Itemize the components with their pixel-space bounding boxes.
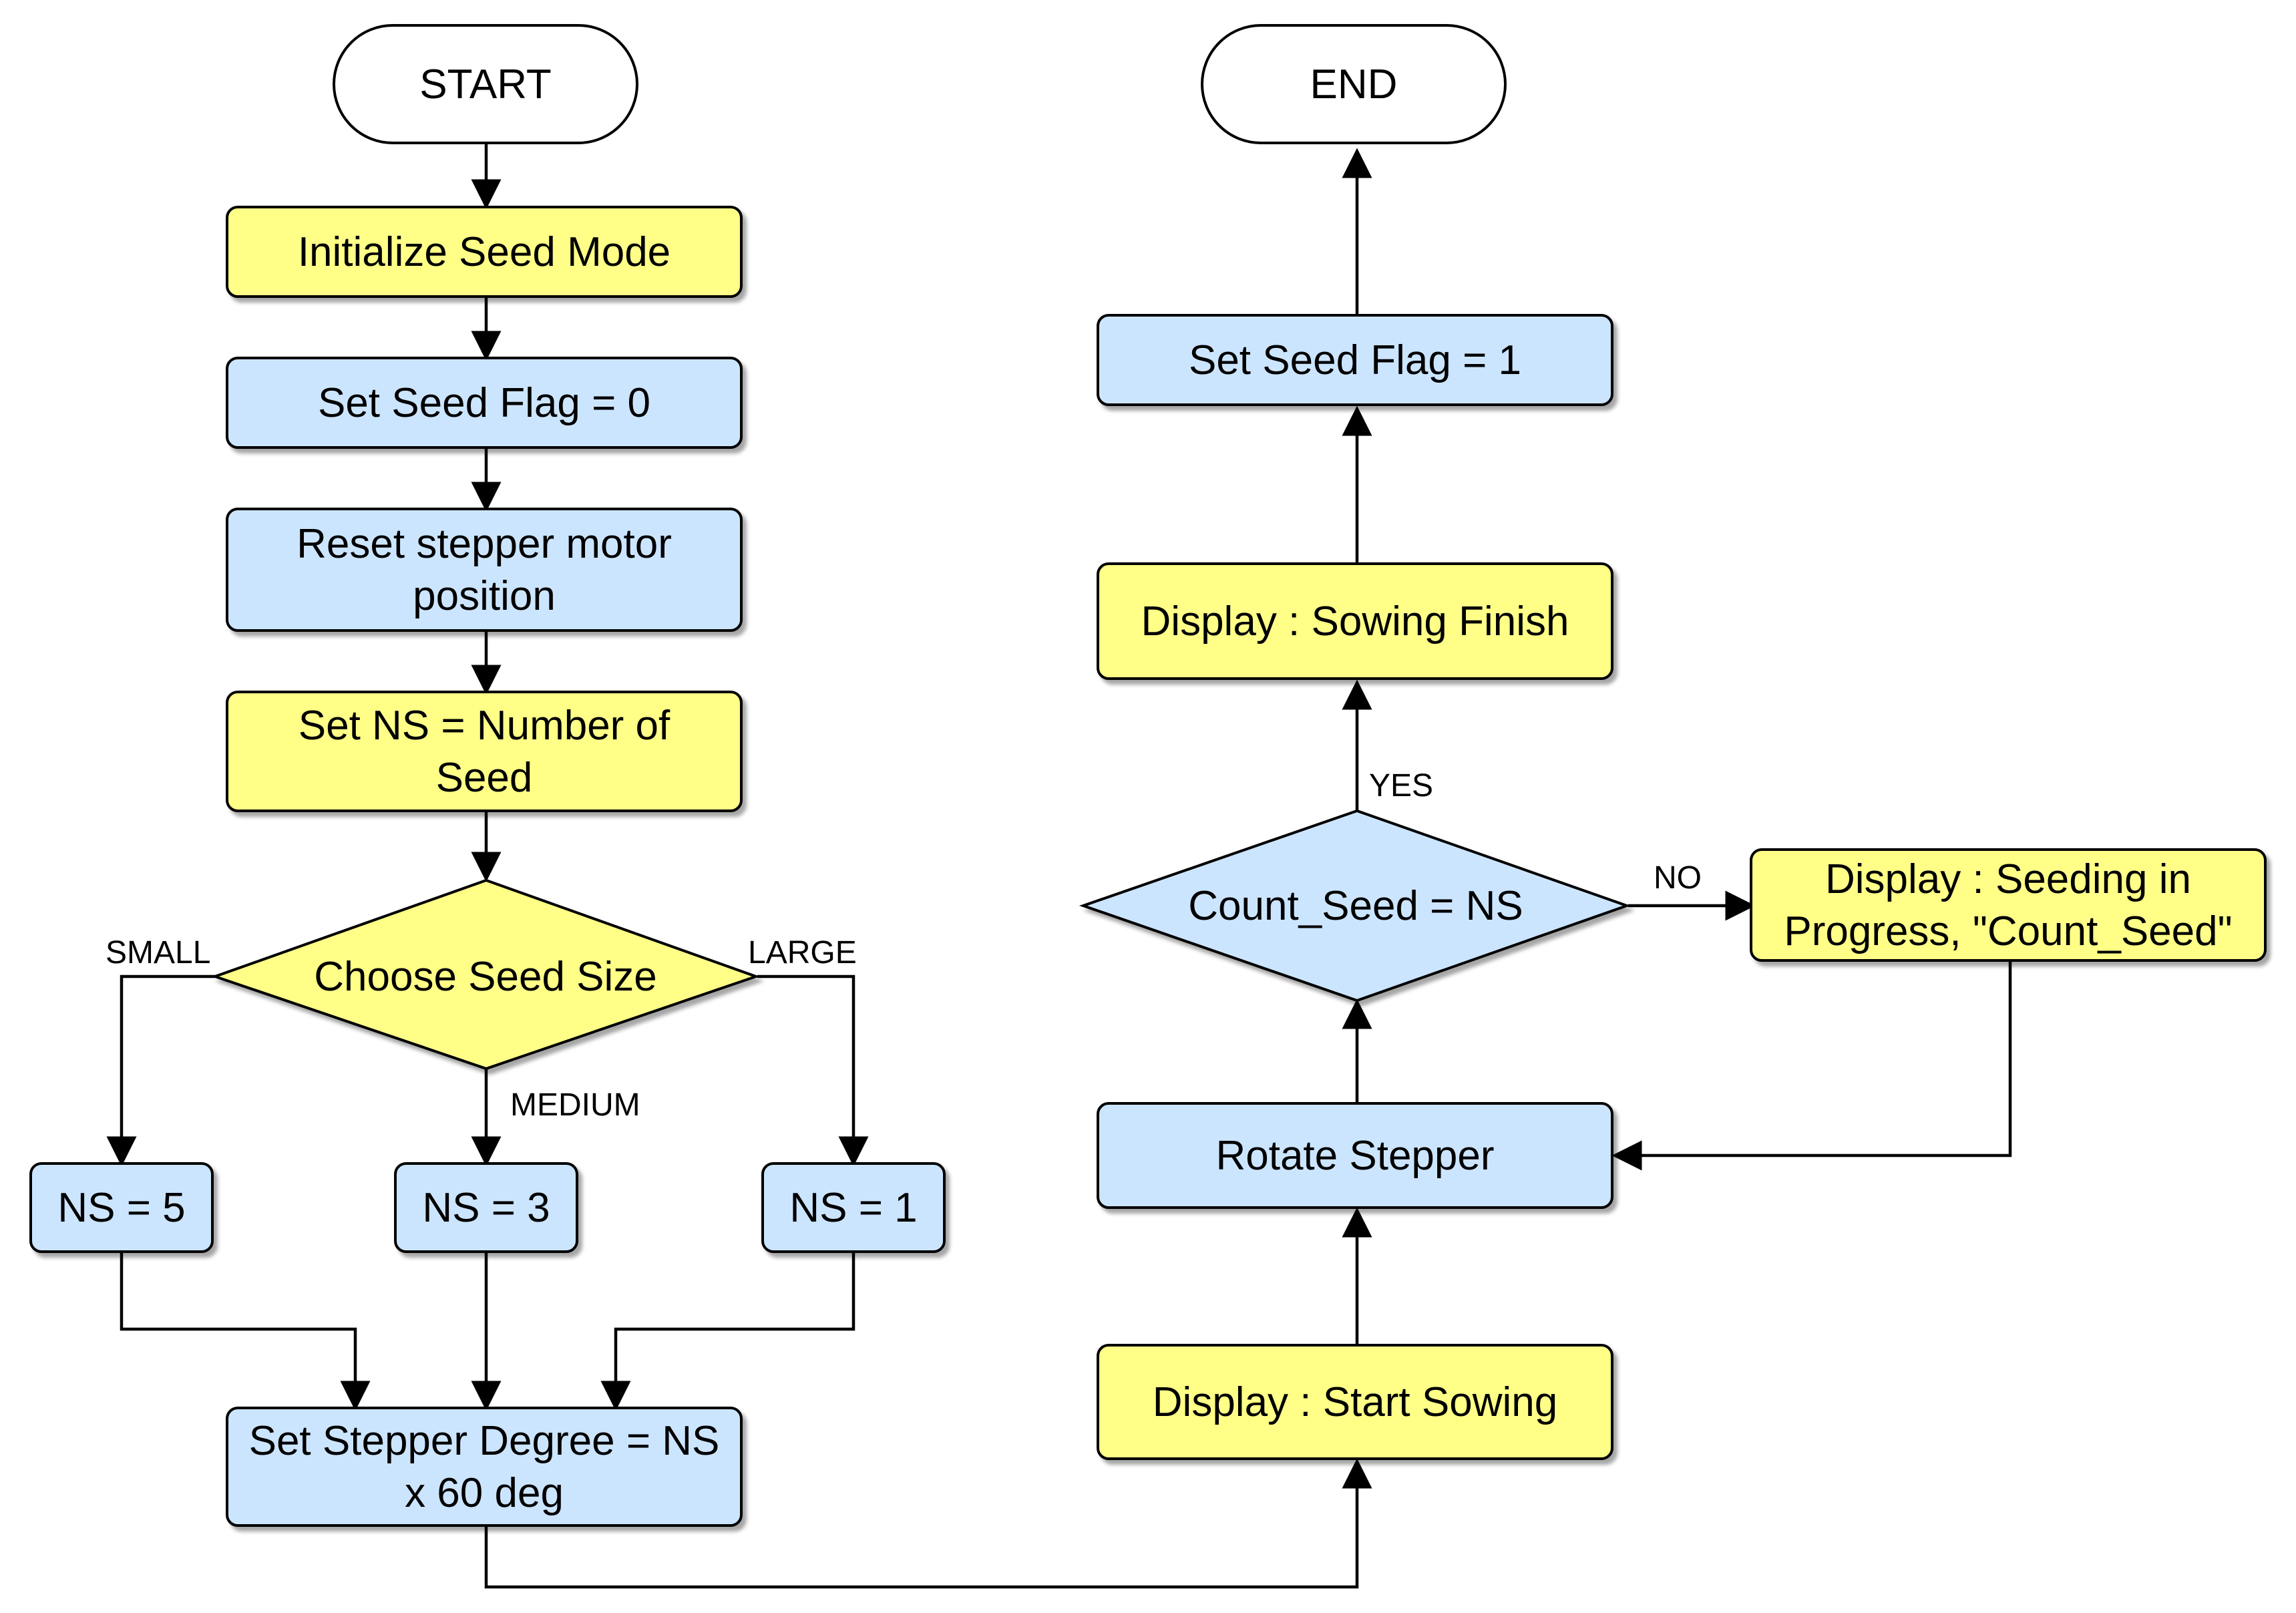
- choose-seed-size-decision: Choose Seed Size: [210, 878, 761, 1071]
- node-label-line: position: [413, 573, 556, 619]
- node-label-line: Display : Start Sowing: [1153, 1379, 1557, 1425]
- edge-ns5-to-degree: [120, 1253, 371, 1411]
- set-seed-flag-1-box: Set Seed Flag = 1: [1097, 314, 1613, 406]
- node-label-line: Set NS = Number of: [299, 703, 671, 749]
- node-label-line: END: [1310, 61, 1398, 108]
- edge-choose-large-to-ns1: [757, 974, 869, 1167]
- ns-1-box: NS = 1: [761, 1162, 946, 1253]
- node-label: Set Seed Flag = 1: [1189, 337, 1521, 383]
- node-label: Choose Seed Size: [314, 954, 657, 1000]
- display-start-sowing-box: Display : Start Sowing: [1097, 1344, 1613, 1460]
- node-label: NS = 3: [422, 1185, 550, 1231]
- set-ns-number-of-seed-box: Set NS = Number of Seed: [226, 691, 743, 812]
- node-label: Set Seed Flag = 0: [318, 380, 650, 426]
- count-seed-decision: Count_Seed = NS: [1079, 809, 1632, 1003]
- node-label: Rotate Stepper: [1215, 1133, 1494, 1179]
- node-label-line: Progress, "Count_Seed": [1784, 908, 2232, 954]
- node-label-line: NS = 1: [789, 1185, 917, 1231]
- node-label-line: Reset stepper motor: [297, 521, 672, 567]
- edge-label-no: NO: [1654, 860, 1702, 896]
- node-label-line: Choose Seed Size: [314, 954, 657, 1000]
- display-seeding-in-progress-box: Display : Seeding in Progress, "Count_See…: [1750, 848, 2267, 962]
- edge-progress-to-rotate: [1611, 962, 2012, 1171]
- edge-label-yes: YES: [1369, 768, 1433, 803]
- node-label: Display : Seeding in Progress, "Count_See…: [1784, 856, 2232, 954]
- edge-ns1-to-degree: [600, 1253, 855, 1411]
- edge-label-small: SMALL: [106, 935, 210, 970]
- node-label: NS = 5: [57, 1185, 185, 1231]
- node-label: Display : Start Sowing: [1153, 1379, 1557, 1425]
- edge-degree-to-startsow: [484, 1458, 1372, 1589]
- node-label-line: Count_Seed = NS: [1188, 883, 1523, 929]
- node-label: START: [419, 61, 552, 108]
- end-terminal: END: [1201, 24, 1507, 144]
- node-label: Set Stepper Degree = NS x 60 deg: [249, 1418, 720, 1516]
- node-label: Display : Sowing Finish: [1141, 598, 1569, 645]
- set-seed-flag-0-box: Set Seed Flag = 0: [226, 357, 743, 449]
- nodes: START Initialize Seed Mode Set Seed Flag…: [29, 24, 2267, 1527]
- ns-5-box: NS = 5: [29, 1162, 214, 1253]
- display-sowing-finish-box: Display : Sowing Finish: [1097, 562, 1613, 680]
- set-stepper-degree-box: Set Stepper Degree = NS x 60 deg: [226, 1407, 743, 1527]
- node-label-line: Initialize Seed Mode: [298, 229, 671, 275]
- node-label: NS = 1: [789, 1185, 917, 1231]
- node-label-line: START: [419, 61, 552, 108]
- initialize-seed-mode-box: Initialize Seed Mode: [226, 206, 743, 298]
- reset-stepper-motor-box: Reset stepper motor position: [226, 508, 743, 632]
- node-label-line: Set Stepper Degree = NS: [249, 1418, 720, 1464]
- node-label: Count_Seed = NS: [1188, 883, 1523, 929]
- node-label-line: Set Seed Flag = 0: [318, 380, 650, 426]
- edge-label-medium: MEDIUM: [510, 1087, 640, 1123]
- edges: [106, 144, 2012, 1589]
- rotate-stepper-box: Rotate Stepper: [1097, 1102, 1613, 1209]
- edge-choose-small-to-ns5: [106, 974, 215, 1167]
- node-label-line: NS = 3: [422, 1185, 550, 1231]
- node-label: Set NS = Number of Seed: [299, 703, 671, 801]
- node-label-line: Seed: [436, 755, 533, 801]
- node-label-line: NS = 5: [57, 1185, 185, 1231]
- node-label: END: [1310, 61, 1398, 108]
- node-label-line: Set Seed Flag = 1: [1189, 337, 1521, 383]
- node-label: Initialize Seed Mode: [298, 229, 671, 275]
- node-label-line: Display : Seeding in: [1825, 856, 2191, 902]
- ns-3-box: NS = 3: [394, 1162, 578, 1253]
- edge-label-large: LARGE: [748, 935, 857, 970]
- node-label-line: Rotate Stepper: [1215, 1133, 1494, 1179]
- start-terminal: START: [333, 24, 638, 144]
- node-label-line: Display : Sowing Finish: [1141, 598, 1569, 645]
- edge-labels: SMALL MEDIUM LARGE YES NO: [106, 768, 1702, 1123]
- node-label: Reset stepper motor position: [297, 521, 672, 619]
- node-label-line: x 60 deg: [405, 1470, 564, 1516]
